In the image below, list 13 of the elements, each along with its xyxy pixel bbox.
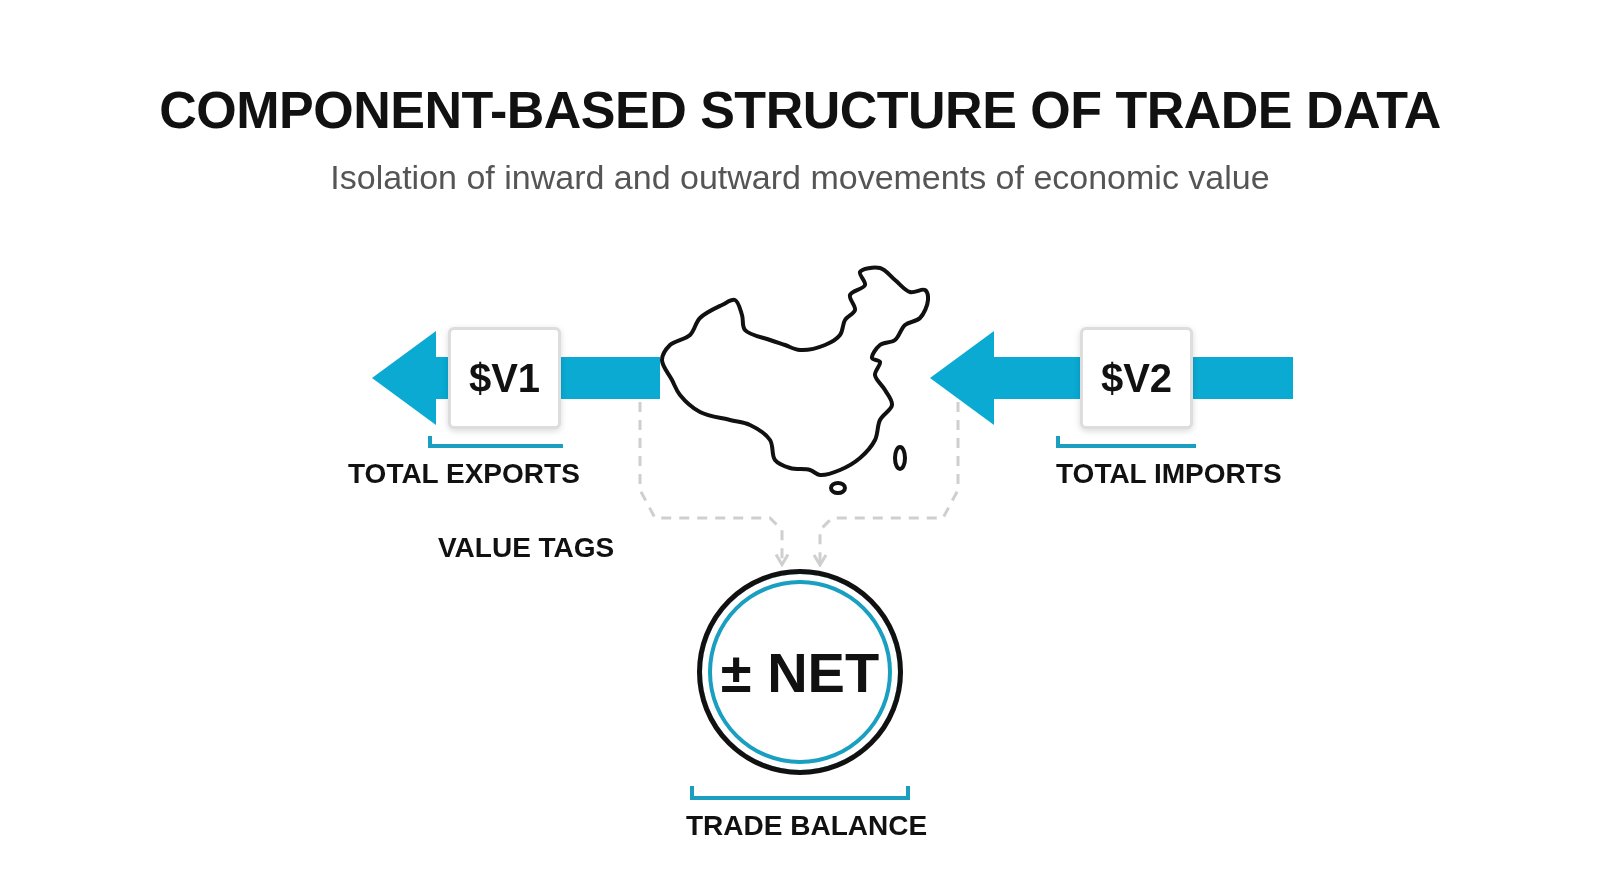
map-drawing xyxy=(660,265,930,497)
dashed-arrow xyxy=(812,402,960,567)
value-tag: $V1 xyxy=(448,327,561,429)
value-tag: $V2 xyxy=(1080,327,1193,429)
net-circle xyxy=(697,569,903,775)
section-label: TOTAL IMPORTS xyxy=(1056,458,1282,490)
node-text: ± NET xyxy=(720,639,880,705)
caption-label: TRADE BALANCE xyxy=(686,810,928,842)
subtitle: Isolation of inward and outward movements of economic value xyxy=(329,158,1271,197)
dashed-arrow xyxy=(638,402,790,567)
section-label: VALUE TAGS xyxy=(438,532,615,564)
title: COMPONENT-BASED STRUCTURE OF TRADE DATA xyxy=(158,80,1442,140)
section-label: TOTAL EXPORTS xyxy=(348,458,580,490)
